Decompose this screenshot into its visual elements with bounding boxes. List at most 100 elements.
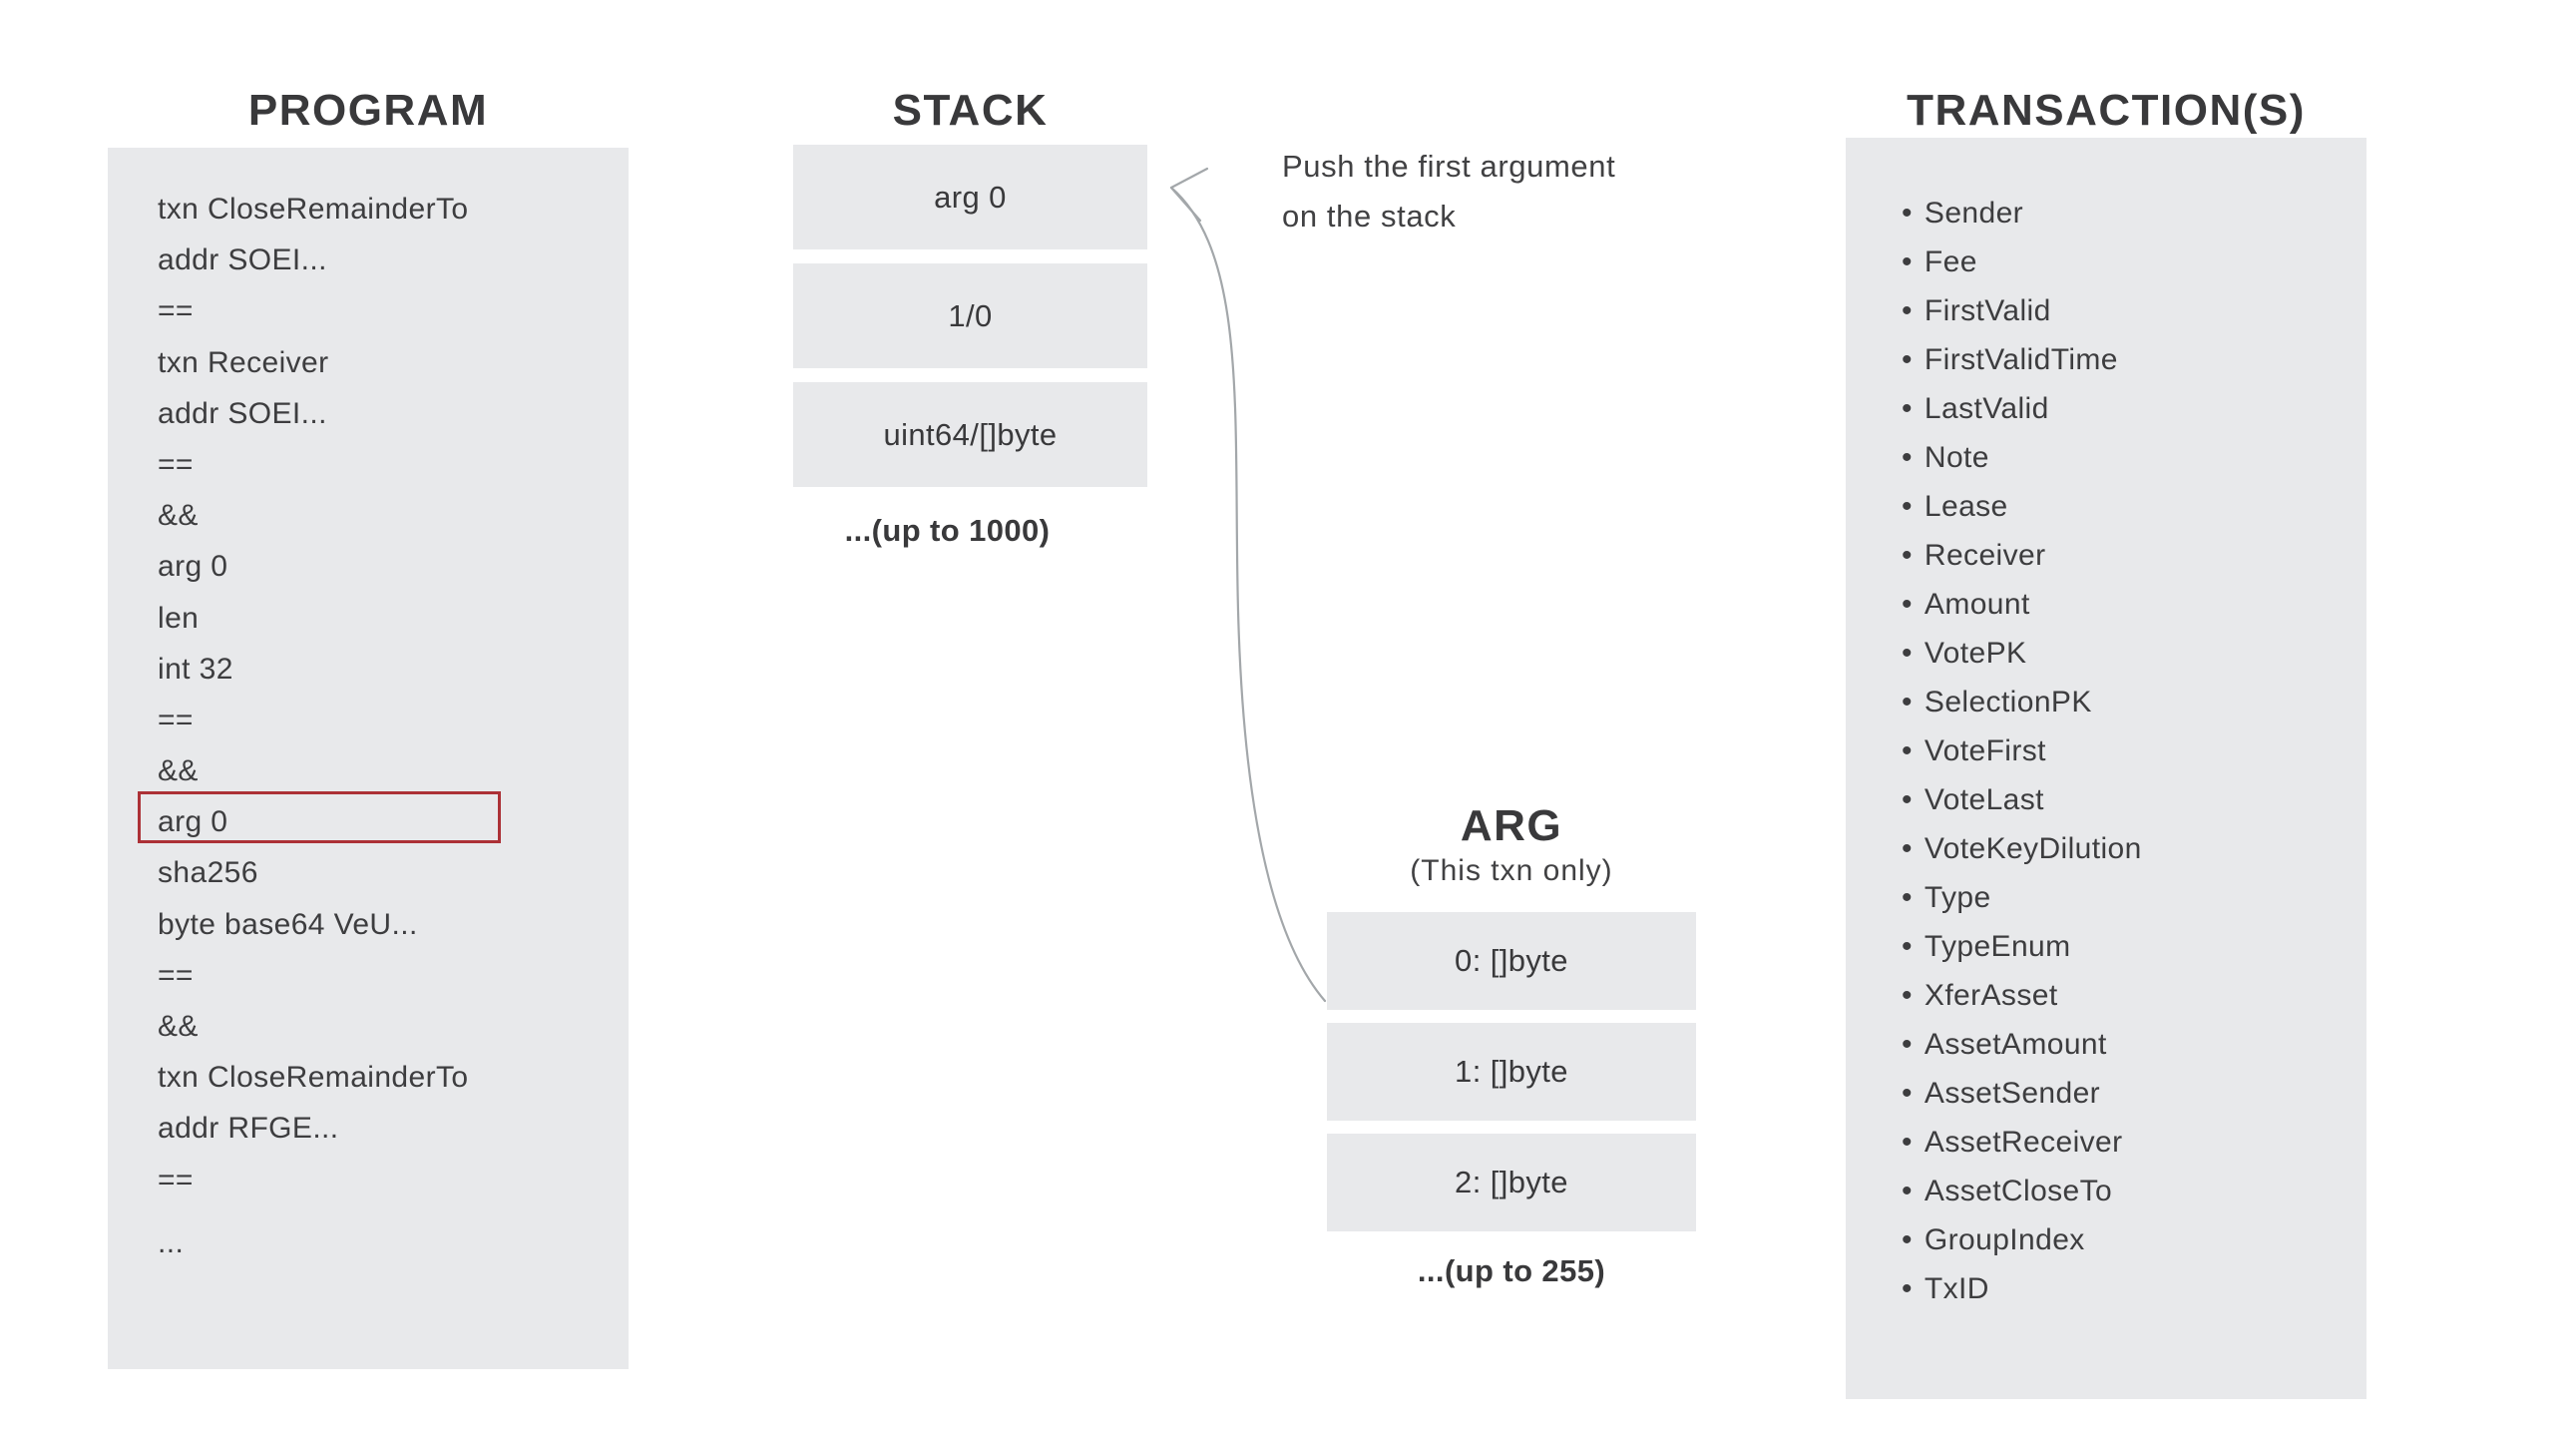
program-line: sha256 (158, 856, 258, 890)
transaction-field: •VoteFirst (1902, 726, 2142, 775)
program-line: == (158, 1163, 194, 1196)
push-annotation: Push the first argument on the stack (1282, 142, 1615, 241)
program-line: addr RFGE... (158, 1112, 339, 1146)
transactions-list: • Sender • Fee • FirstValid • FirstValidTime… (1902, 189, 2142, 1313)
bullet-icon: • (1902, 245, 1913, 278)
program-line: txn Receiver (158, 345, 329, 379)
bullet-icon: • (1902, 588, 1913, 621)
transactions-panel (1846, 138, 2366, 1399)
bullet-icon: • (1902, 197, 1913, 230)
stack-box: arg 0 (793, 145, 1147, 249)
transaction-field-label: VotePK (1924, 637, 2027, 670)
program-line: == (158, 294, 194, 328)
bullet-icon: • (1902, 1223, 1913, 1256)
program-line: addr SOEI... (158, 396, 327, 430)
program-line: && (158, 499, 199, 533)
program-title: PROGRAM (247, 86, 489, 135)
program-line: txn CloseRemainderTo (158, 1061, 469, 1095)
program-line: len (158, 601, 200, 635)
bullet-icon: • (1902, 637, 1913, 670)
transaction-field: • AssetAmount (1902, 1020, 2142, 1069)
transaction-field-label: Note (1924, 441, 1989, 474)
transaction-field-label: VoteLast (1924, 783, 2044, 816)
program-line: addr SOEI... (158, 243, 327, 277)
transaction-field-label: AssetAmount (1924, 1028, 2107, 1061)
transaction-field-label: Lease (1924, 490, 2008, 523)
highlight-box (138, 791, 501, 843)
program-code-lines: txn CloseRemainderTo addr SOEI... == txn… (158, 184, 468, 1268)
arg-box: 1: []byte (1327, 1023, 1696, 1121)
bullet-icon: • (1902, 930, 1913, 963)
transaction-field: • GroupIndex (1902, 1215, 2142, 1264)
program-line-highlighted: arg 0 (158, 805, 228, 839)
program-line: int 32 (158, 652, 233, 686)
bullet-icon: • (1902, 734, 1913, 767)
annotation-line: on the stack (1282, 199, 1457, 234)
transaction-field: • XferAsset (1902, 971, 2142, 1020)
transaction-field-label: FirstValid (1924, 294, 2051, 327)
transaction-field-label: Amount (1924, 588, 2030, 621)
program-line: == (158, 958, 194, 992)
program-line: txn CloseRemainderTo (158, 193, 469, 226)
transaction-field-label: FirstValidTime (1924, 343, 2118, 376)
arg-box: 2: []byte (1327, 1134, 1696, 1231)
transaction-field: • TypeEnum (1902, 922, 2142, 971)
stack-title: STACK (892, 86, 1049, 135)
program-line: arg 0 (158, 550, 228, 584)
bullet-icon: • (1902, 1175, 1913, 1207)
program-line: == (158, 447, 194, 481)
transaction-field-label: XferAsset (1924, 979, 2058, 1012)
bullet-icon: • (1902, 979, 1913, 1012)
bullet-icon: • (1902, 1077, 1913, 1110)
transaction-field-label: AssetSender (1924, 1077, 2101, 1110)
bullet-icon: • (1902, 1028, 1913, 1061)
bullet-icon: • (1902, 832, 1913, 865)
arg-more-label: ...(up to 255) (1417, 1253, 1606, 1288)
transaction-field: • Amount (1902, 580, 2142, 629)
transaction-field: •AssetReceiver (1902, 1118, 2142, 1167)
transaction-field: • FirstValidTime (1902, 335, 2142, 384)
transaction-field-label: SelectionPK (1924, 686, 2092, 718)
stack-more-label: ...(up to 1000) (844, 513, 1051, 548)
transaction-field: •AssetCloseTo (1902, 1167, 2142, 1215)
bullet-icon: • (1902, 783, 1913, 816)
program-line: && (158, 1010, 199, 1043)
bullet-icon: • (1902, 490, 1913, 523)
transaction-field-label: Sender (1924, 197, 2024, 230)
bullet-icon: • (1902, 294, 1913, 327)
program-line: ... (158, 1225, 185, 1259)
transaction-field-label: TxID (1924, 1272, 1989, 1305)
stack-box: 1/0 (793, 263, 1147, 368)
transaction-field-label: TypeEnum (1924, 930, 2071, 963)
transaction-field-label: LastValid (1924, 392, 2049, 425)
program-line: && (158, 754, 199, 788)
transaction-field: • TxID (1902, 1264, 2142, 1313)
program-line: byte base64 VeU... (158, 907, 418, 941)
transaction-field: • AssetSender (1902, 1069, 2142, 1118)
transaction-field: • Lease (1902, 482, 2142, 531)
transaction-field-label: Fee (1924, 245, 1977, 278)
arg-box: 0: []byte (1327, 912, 1696, 1010)
transaction-field: • Note (1902, 433, 2142, 482)
bullet-icon: • (1902, 392, 1913, 425)
transaction-field: • SelectionPK (1902, 678, 2142, 726)
transaction-field: • Sender (1902, 189, 2142, 238)
transaction-field-label: GroupIndex (1924, 1223, 2085, 1256)
arg-subtitle: (This txn only) (1410, 854, 1613, 887)
transaction-field: • VoteLast (1902, 775, 2142, 824)
bullet-icon: • (1902, 441, 1913, 474)
bullet-icon: • (1902, 1126, 1913, 1159)
bullet-icon: • (1902, 539, 1913, 572)
transaction-field-label: Receiver (1924, 539, 2046, 572)
bullet-icon: • (1902, 343, 1913, 376)
bullet-icon: • (1902, 1272, 1913, 1305)
annotation-line: Push the first argument (1282, 149, 1616, 184)
transaction-field: • Receiver (1902, 531, 2142, 580)
stack-box: uint64/[]byte (793, 382, 1147, 487)
bullet-icon: • (1902, 686, 1913, 718)
transaction-field: •VoteKeyDilution (1902, 824, 2142, 873)
transaction-field: • LastValid (1902, 384, 2142, 433)
transaction-field-label: Type (1924, 881, 1991, 914)
program-line: == (158, 703, 194, 736)
